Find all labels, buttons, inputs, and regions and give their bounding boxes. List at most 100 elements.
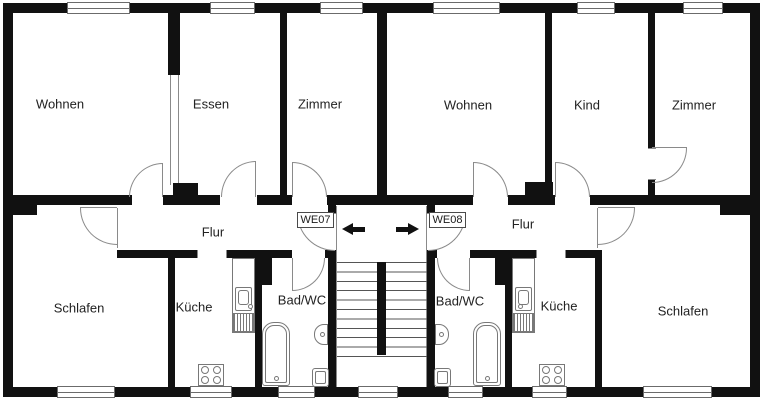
wall (648, 13, 655, 148)
bathtub-inner (476, 325, 498, 383)
stairwell-wall (328, 195, 336, 213)
kitchen-sink-basin (238, 290, 249, 305)
wall (327, 195, 473, 205)
window (210, 2, 255, 14)
door-jamb (117, 208, 118, 248)
wall (117, 250, 197, 258)
partition-line (178, 75, 179, 185)
door-arc (292, 162, 327, 197)
door-arc (129, 163, 163, 197)
wall (168, 13, 180, 75)
wall-pier (255, 253, 272, 285)
basin-dot (320, 332, 325, 337)
window (190, 386, 232, 398)
room-label-flur-right: Flur (511, 216, 535, 232)
room-label-kind: Kind (573, 97, 601, 113)
door-leaf (292, 258, 293, 291)
wall (325, 250, 336, 258)
stairwell-wall (328, 251, 336, 387)
basin-dot (439, 332, 444, 337)
window (358, 386, 398, 398)
toilet-inner (437, 371, 448, 384)
faucet-dot (248, 304, 253, 309)
room-label-schlafen-right: Schlafen (657, 303, 709, 319)
wall (3, 3, 760, 13)
room-label-flur-left: Flur (201, 224, 225, 240)
door-jamb (597, 208, 598, 248)
wall (257, 195, 292, 205)
arrow-left-icon (342, 223, 353, 235)
door-arc (221, 161, 256, 197)
door-arc (437, 258, 470, 291)
door-jamb (536, 250, 537, 258)
wall (545, 13, 552, 182)
unit-label-we07: WE07 (297, 212, 334, 228)
door-leaf (162, 163, 163, 197)
door-leaf (473, 162, 474, 197)
wall (427, 250, 437, 258)
window (448, 386, 483, 398)
room-label-kueche-right: Küche (540, 298, 578, 314)
stairwell-line (336, 206, 337, 387)
window (532, 386, 567, 398)
stove-burner (201, 376, 209, 384)
stove-burner (542, 366, 550, 374)
door-jamb (197, 250, 198, 258)
unit-label-we08: WE08 (429, 212, 466, 228)
window (577, 2, 615, 14)
door-leaf (80, 207, 117, 208)
stairwell-wall (427, 195, 435, 213)
stove-burner (554, 376, 562, 384)
drainer-hatch (513, 313, 534, 332)
wall (566, 250, 602, 258)
stove-burner (213, 376, 221, 384)
window (683, 2, 723, 14)
stairwell-wall (427, 251, 435, 387)
wall-pier (720, 195, 750, 215)
drain-dot (274, 376, 279, 381)
arrow-left-stem (353, 227, 365, 232)
stove-burner (201, 366, 209, 374)
arrow-right-stem (396, 227, 408, 232)
door-leaf (469, 258, 470, 291)
wall (470, 250, 536, 258)
wall (168, 253, 175, 387)
partition-line (170, 75, 171, 185)
door-arc (652, 148, 687, 183)
room-label-zimmer-right: Zimmer (671, 97, 717, 113)
wall (505, 258, 512, 387)
stove-burner (554, 366, 562, 374)
stove-burner (542, 376, 550, 384)
wall (595, 253, 602, 387)
room-label-kueche-left: Küche (175, 299, 213, 315)
wall (648, 180, 655, 195)
wall (255, 258, 262, 387)
wall-pier (173, 183, 198, 195)
window (278, 386, 315, 398)
drain-dot (485, 376, 490, 381)
room-label-essen: Essen (192, 96, 230, 112)
window (67, 2, 130, 14)
door-leaf (255, 161, 256, 197)
window (433, 2, 500, 14)
door-leaf (292, 162, 293, 197)
wall (280, 13, 287, 195)
door-arc (473, 162, 508, 197)
door-leaf (598, 207, 635, 208)
room-label-wohnen-left: Wohnen (35, 96, 85, 112)
window (320, 2, 363, 14)
wall-pier (495, 253, 512, 285)
toilet-inner (315, 371, 326, 384)
door-jamb (226, 250, 227, 258)
room-label-bad-left: Bad/WC (277, 292, 327, 308)
wall (3, 3, 13, 397)
door-arc (80, 208, 117, 245)
room-label-bad-right: Bad/WC (435, 293, 485, 309)
door-arc (292, 258, 325, 291)
wall-center (377, 13, 387, 195)
wall (13, 195, 132, 205)
door-arc (598, 208, 635, 245)
door-jamb (565, 250, 566, 258)
window (57, 386, 115, 398)
